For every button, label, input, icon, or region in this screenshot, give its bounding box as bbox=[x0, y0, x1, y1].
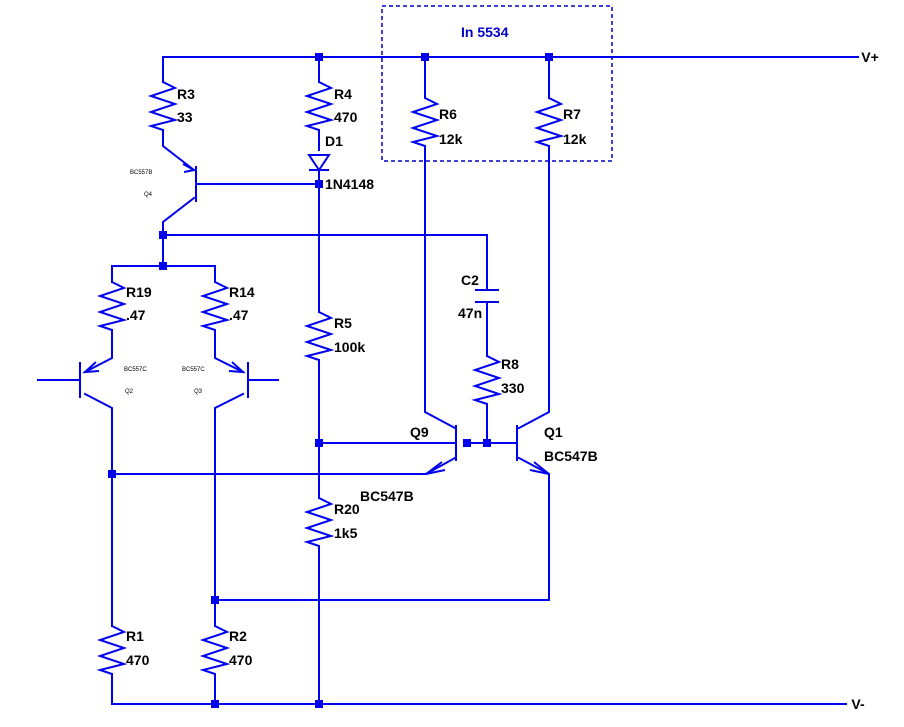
resistor-r1 bbox=[96, 625, 128, 675]
resistor-r3 bbox=[147, 81, 179, 131]
resistor-r6 bbox=[409, 97, 441, 147]
q4-model: BC557B bbox=[130, 170, 152, 176]
q4-ref: Q4 bbox=[144, 192, 153, 198]
r4-ref: R4 bbox=[334, 86, 352, 102]
resistor-r19 bbox=[96, 281, 128, 331]
r6-ref: R6 bbox=[439, 106, 457, 122]
resistor-r14 bbox=[199, 281, 231, 331]
resistor-r2 bbox=[199, 625, 231, 675]
r19-value: .47 bbox=[126, 307, 146, 323]
junction-dots bbox=[108, 53, 553, 708]
c2-value: 47n bbox=[458, 305, 482, 321]
d1-ref: D1 bbox=[325, 133, 343, 149]
r6-value: 12k bbox=[439, 131, 463, 147]
q3-model: BC557C bbox=[182, 367, 205, 373]
r4-value: 470 bbox=[334, 109, 358, 125]
r5-ref: R5 bbox=[334, 315, 352, 331]
transistor-symbols bbox=[79, 163, 550, 475]
vminus-label: V- bbox=[851, 696, 865, 712]
q9-model: BC547B bbox=[360, 488, 414, 504]
subcircuit-5534-box bbox=[381, 5, 613, 162]
diode-d1 bbox=[307, 154, 331, 172]
r8-ref: R8 bbox=[501, 356, 519, 372]
resistor-symbols bbox=[96, 81, 565, 675]
r2-ref: R2 bbox=[229, 628, 247, 644]
r7-ref: R7 bbox=[563, 106, 581, 122]
r14-ref: R14 bbox=[229, 284, 255, 300]
q3-ref: Q3 bbox=[194, 389, 203, 395]
resistor-r8 bbox=[471, 355, 503, 405]
r14-value: .47 bbox=[229, 307, 249, 323]
r2-value: 470 bbox=[229, 652, 253, 668]
q9-ref: Q9 bbox=[410, 424, 429, 440]
r8-value: 330 bbox=[501, 380, 525, 396]
resistor-r20 bbox=[303, 497, 335, 547]
component-labels: V+ V- R3 33 R4 470 D1 1N4148 R6 12k R7 1… bbox=[124, 49, 879, 712]
r3-value: 33 bbox=[177, 109, 193, 125]
q1-ref: Q1 bbox=[544, 424, 563, 440]
r19-ref: R19 bbox=[126, 284, 152, 300]
d1-value: 1N4148 bbox=[325, 176, 374, 192]
capacitor-c2 bbox=[475, 289, 499, 303]
resistor-r5 bbox=[303, 311, 335, 361]
q1-model: BC547B bbox=[544, 448, 598, 464]
q2-model: BC557C bbox=[124, 367, 147, 373]
wires bbox=[37, 56, 859, 705]
resistor-r7 bbox=[533, 97, 565, 147]
resistor-r4 bbox=[303, 81, 335, 131]
subcircuit-title: In 5534 bbox=[461, 24, 509, 40]
c2-ref: C2 bbox=[461, 272, 479, 288]
r20-ref: R20 bbox=[334, 501, 360, 517]
vplus-label: V+ bbox=[861, 49, 879, 65]
r1-value: 470 bbox=[126, 652, 150, 668]
r5-value: 100k bbox=[334, 339, 365, 355]
r3-ref: R3 bbox=[177, 86, 195, 102]
r7-value: 12k bbox=[563, 131, 587, 147]
q2-ref: Q2 bbox=[125, 389, 134, 395]
r20-value: 1k5 bbox=[334, 525, 358, 541]
r1-ref: R1 bbox=[126, 628, 144, 644]
